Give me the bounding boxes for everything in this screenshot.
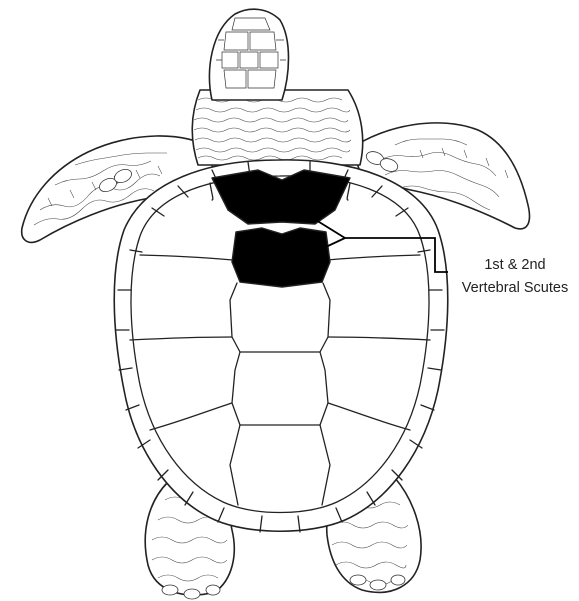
head <box>209 9 288 100</box>
vertebral-scute-2 <box>232 228 330 287</box>
neck <box>192 90 362 165</box>
carapace <box>114 160 448 532</box>
label-line-2: Vertebral Scutes <box>462 280 568 296</box>
label-line-1: 1st & 2nd <box>484 257 545 273</box>
